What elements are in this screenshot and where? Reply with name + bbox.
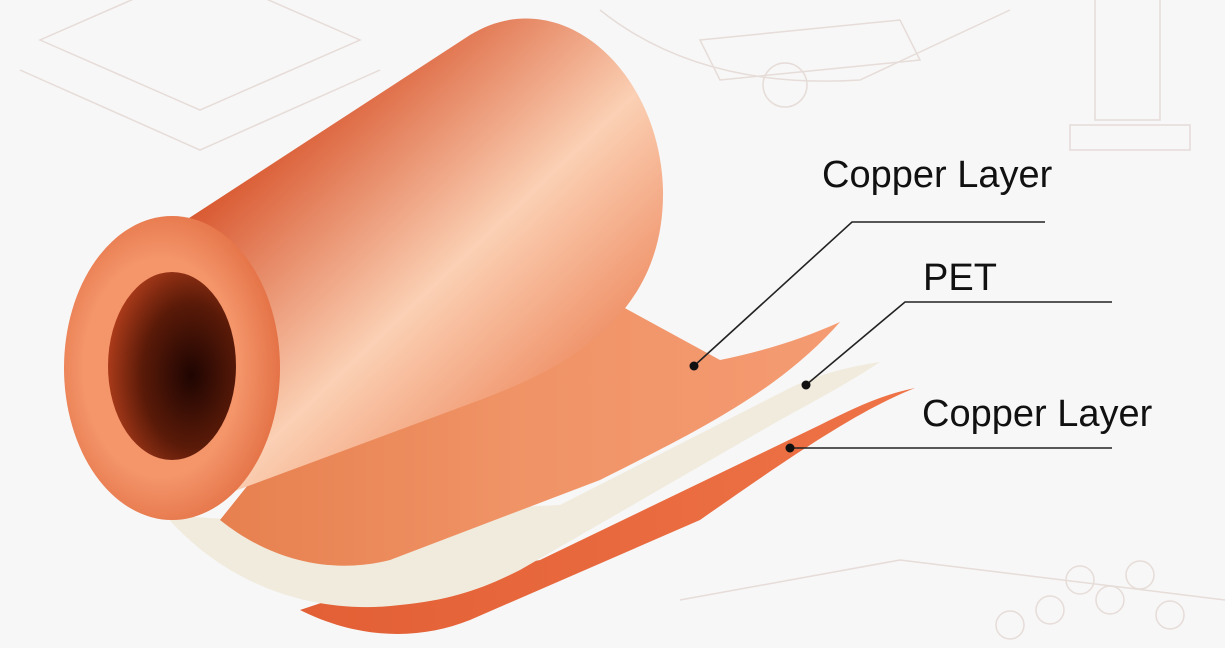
label-copper-layer-bottom: Copper Layer (922, 393, 1153, 435)
leader-line-pet (805, 301, 1112, 386)
leader-lines (693, 221, 1112, 449)
roll-core-hole (108, 272, 236, 460)
label-pet: PET (923, 257, 997, 299)
top-copper-sheet (220, 300, 840, 566)
bottom-copper-sheet (300, 388, 915, 634)
leader-dot-copper-top (689, 361, 699, 371)
leader-line-copper-top (693, 221, 1045, 367)
label-copper-layer-top: Copper Layer (822, 154, 1053, 196)
leader-dots (689, 361, 811, 453)
background-sketch (19, 0, 1225, 640)
leader-dot-pet (801, 380, 811, 390)
leader-dot-copper-bottom (785, 443, 795, 453)
